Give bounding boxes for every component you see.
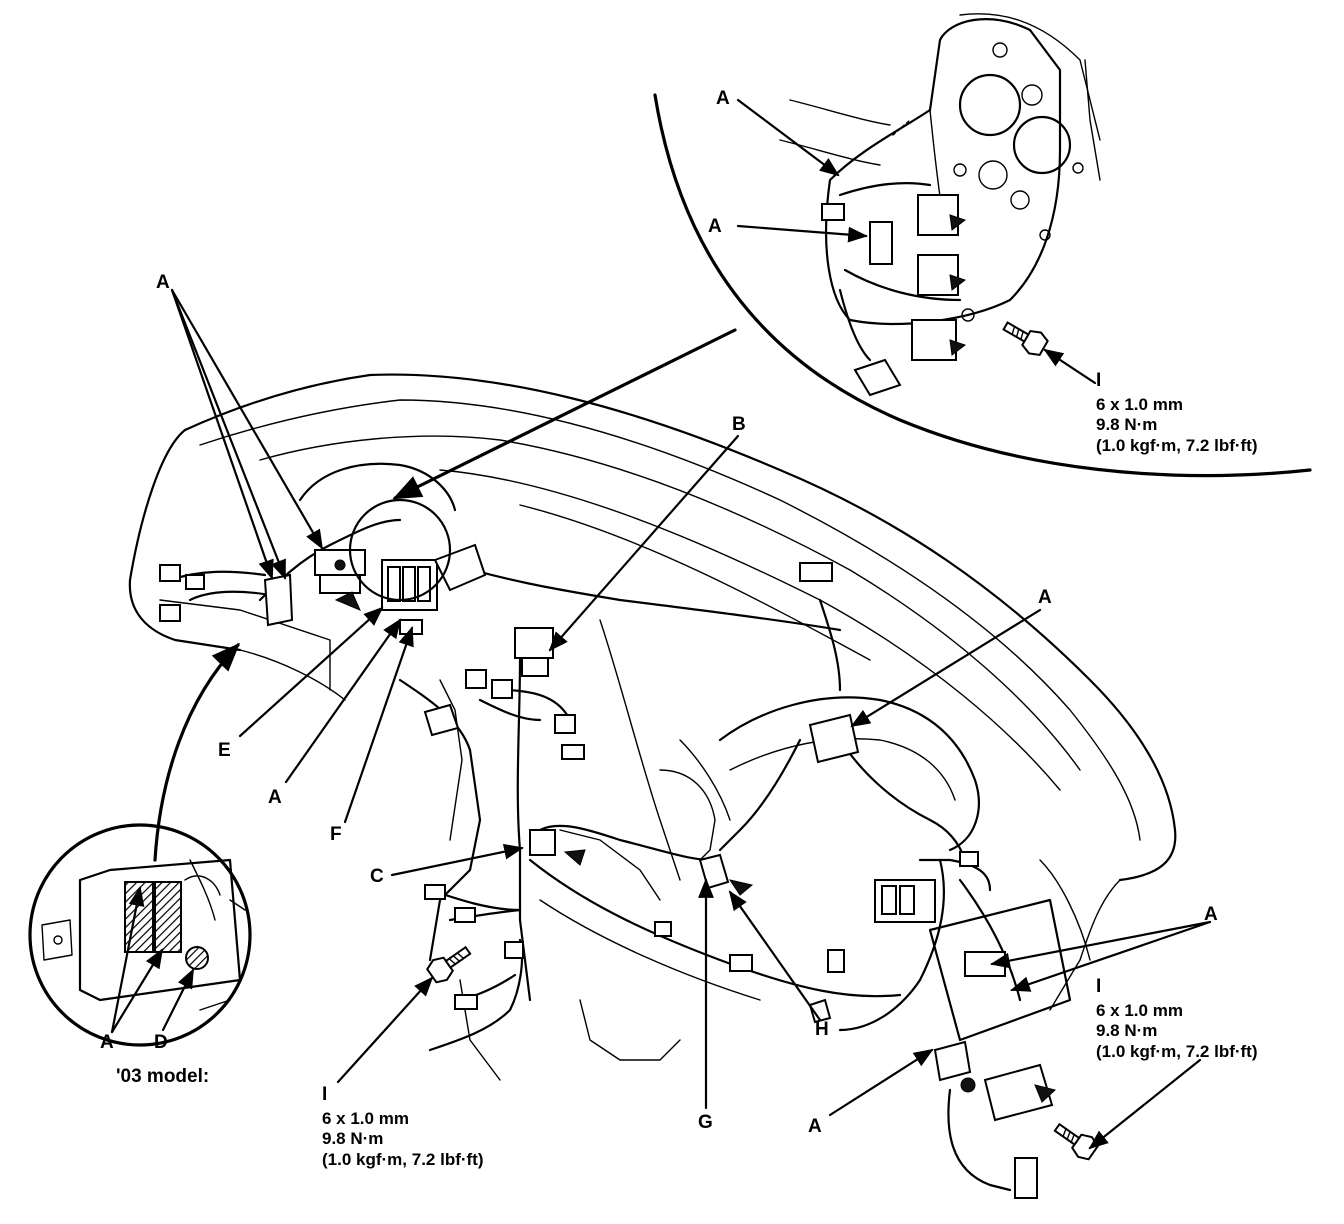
connector — [159, 604, 181, 622]
connector — [263, 573, 294, 627]
bolt-size: 6 x 1.0 mm — [1096, 395, 1183, 414]
connector — [983, 1063, 1054, 1122]
bolt-icon — [426, 945, 472, 984]
connector — [911, 319, 957, 361]
connector — [698, 853, 730, 890]
labels: A A A B E A F C A A H G A A D '03 model:… — [100, 88, 1258, 1169]
connectors — [159, 498, 1072, 1199]
connector — [1014, 1157, 1038, 1199]
label-e: E — [218, 740, 231, 761]
wire-harness — [168, 462, 1022, 1192]
connector — [853, 358, 902, 397]
relay — [402, 566, 416, 602]
connector — [454, 994, 478, 1010]
callout-arrows — [153, 328, 737, 862]
direction-arrow-icon — [949, 274, 967, 291]
bolt-torque-alt: (1.0 kgf·m, 7.2 lbf·ft) — [322, 1150, 484, 1169]
connector — [827, 949, 845, 973]
connector — [821, 203, 845, 221]
connector — [729, 954, 753, 972]
direction-arrow-icon — [728, 879, 754, 896]
side-panel — [928, 898, 1072, 1042]
connector — [159, 564, 181, 582]
connector — [423, 703, 460, 737]
bolt-torque: 9.8 N·m — [1096, 415, 1157, 434]
bolt-icon — [1002, 321, 1049, 357]
direction-arrow-icon — [334, 591, 361, 611]
bolt-icon — [334, 559, 346, 571]
label-h: H — [815, 1019, 829, 1040]
connector — [465, 669, 487, 689]
connector — [514, 627, 554, 659]
direction-arrow-icon — [949, 339, 967, 356]
bolt-torque-alt: (1.0 kgf·m, 7.2 lbf·ft) — [1096, 436, 1258, 455]
detail-circle — [348, 498, 452, 602]
connector — [529, 829, 556, 856]
bolt-size: 6 x 1.0 mm — [1096, 1001, 1183, 1020]
leader-lines — [110, 98, 1212, 1150]
label-a: A — [708, 216, 722, 237]
label-b: B — [732, 414, 746, 435]
label-f: F — [330, 824, 342, 845]
label-d: D — [154, 1032, 168, 1053]
label-c: C — [370, 866, 384, 887]
bolt-size: 6 x 1.0 mm — [322, 1109, 409, 1128]
label-a: A — [100, 1032, 114, 1053]
label-i: I — [322, 1084, 327, 1105]
label-i: I — [1096, 370, 1101, 391]
connector-d — [185, 946, 209, 970]
connector — [491, 679, 513, 699]
connector — [319, 574, 361, 594]
direction-arrow-icon — [563, 849, 586, 866]
connector — [521, 657, 549, 677]
bolt-torque: 9.8 N·m — [1096, 1021, 1157, 1040]
connector — [554, 714, 576, 734]
bolt-torque-alt: (1.0 kgf·m, 7.2 lbf·ft) — [1096, 1042, 1258, 1061]
bolt-icon — [960, 1077, 976, 1093]
connector — [959, 851, 979, 867]
connector — [808, 713, 860, 764]
label-a: A — [1204, 904, 1218, 925]
label-g: G — [698, 1112, 713, 1133]
connector — [454, 907, 476, 923]
connector — [433, 543, 487, 592]
connector — [654, 921, 672, 937]
inset-caption: '03 model: — [116, 1066, 209, 1087]
connector — [561, 744, 585, 760]
relay — [881, 885, 897, 915]
connector — [933, 1040, 972, 1082]
direction-arrow-icon — [949, 214, 967, 231]
connector — [799, 562, 833, 582]
relay — [387, 566, 401, 602]
bolts — [426, 321, 1099, 1161]
label-a: A — [156, 272, 170, 293]
label-a: A — [268, 787, 282, 808]
label-a: A — [1038, 587, 1052, 608]
label-a: A — [716, 88, 730, 109]
connector — [185, 574, 205, 590]
dashboard-outline — [128, 373, 1177, 1081]
connector — [964, 951, 1006, 977]
bolt-icon — [1053, 1122, 1099, 1161]
relay — [899, 885, 915, 915]
detail-inset-03-model — [28, 823, 252, 1047]
label-i: I — [1096, 976, 1101, 997]
detail-inset-top-right — [653, 13, 1312, 478]
label-a: A — [808, 1116, 822, 1137]
connector — [808, 998, 832, 1024]
connector — [424, 884, 446, 900]
direction-arrow-icon — [1034, 1084, 1057, 1103]
connector — [504, 941, 524, 959]
connector — [869, 221, 893, 265]
bolt-torque: 9.8 N·m — [322, 1129, 383, 1148]
fuse-block-hatched — [154, 881, 182, 953]
